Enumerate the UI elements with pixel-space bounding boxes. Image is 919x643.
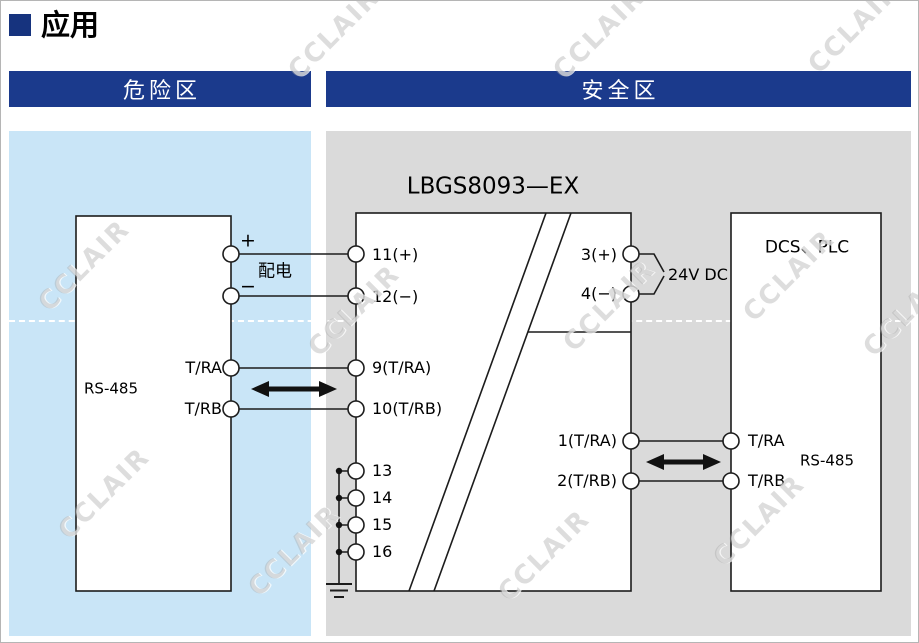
terminal-label-11: 11(+) xyxy=(372,245,419,264)
supply-bracket-top xyxy=(639,253,665,273)
field-minus-label: − xyxy=(240,275,256,298)
junction-dot xyxy=(335,467,343,475)
field-trb-label: T/RB xyxy=(184,399,222,418)
safe-zone-header: 安全区 xyxy=(326,71,911,107)
page-title: 应用 xyxy=(41,8,100,42)
field-tra-label: T/RA xyxy=(185,358,222,377)
dcs-plc-label: DCS、PLC xyxy=(764,237,850,258)
supply-bracket-bottom xyxy=(639,275,665,295)
junction-dot xyxy=(335,548,343,556)
terminal-label-10: 10(T/RB) xyxy=(372,399,443,418)
supply-24vdc-label: 24V DC xyxy=(668,265,728,284)
dcs-box xyxy=(730,212,882,592)
terminal-label-15: 15 xyxy=(372,515,393,534)
title-bullet-square xyxy=(9,14,31,36)
terminal-label-1: 1(T/RA) xyxy=(557,431,617,450)
terminal-label-3: 3(+) xyxy=(580,245,617,264)
terminal-label-16: 16 xyxy=(372,542,393,561)
terminal-label-12: 12(−) xyxy=(372,287,419,306)
terminal-label-9: 9(T/RA) xyxy=(372,358,432,377)
junction-dot xyxy=(335,521,343,529)
dcs-rs485-label: RS-485 xyxy=(800,451,854,470)
bidirectional-arrow-right xyxy=(646,454,721,470)
terminal-label-4: 4(−) xyxy=(580,284,617,303)
isolation-barrier-line-1 xyxy=(408,212,547,592)
dcs-trb-label: T/RB xyxy=(748,471,786,490)
terminal-label-13: 13 xyxy=(372,461,393,480)
field-plus-label: + xyxy=(240,229,256,252)
dcs-tra-label: T/RA xyxy=(748,431,785,450)
hazardous-zone-header: 危险区 xyxy=(9,71,311,107)
bidirectional-arrow-left xyxy=(251,381,337,397)
field-rs485-label: RS-485 xyxy=(84,379,138,398)
terminal-circles xyxy=(222,245,740,561)
terminal-label-2: 2(T/RB) xyxy=(557,471,617,490)
ground-symbol xyxy=(326,583,352,598)
isolator-model-label: LBGS8093—EX xyxy=(406,173,580,200)
isolation-barrier-line-2 xyxy=(433,212,572,592)
terminal-label-14: 14 xyxy=(372,488,393,507)
power-feed-label: 配电 xyxy=(258,261,292,282)
junction-dot xyxy=(335,494,343,502)
field-device-box xyxy=(75,215,232,592)
ground-stubs xyxy=(339,470,348,553)
